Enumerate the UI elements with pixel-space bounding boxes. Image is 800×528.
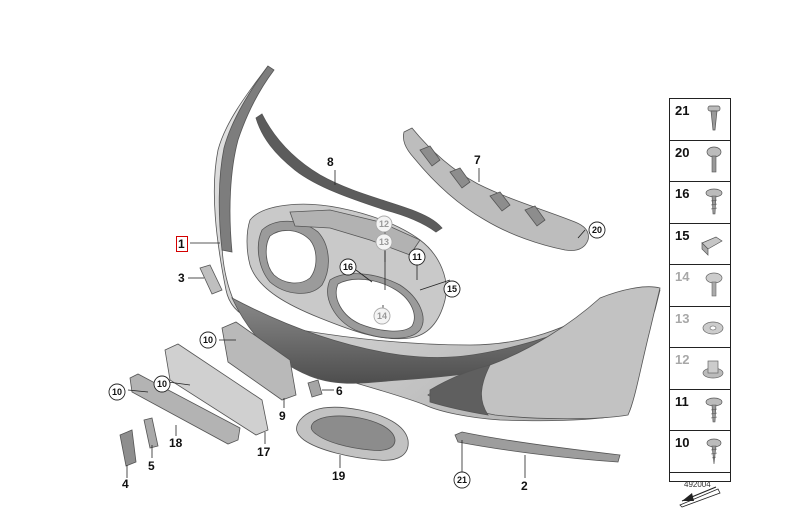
document-id: 492004 (684, 480, 711, 489)
label-2: 2 (521, 479, 528, 493)
lower-strip (129, 373, 241, 445)
vent-grille (296, 406, 409, 461)
svg-text:10: 10 (112, 387, 122, 397)
svg-text:16: 16 (343, 262, 353, 272)
callout-10-c: 10 (108, 383, 126, 401)
callout-20: 20 (588, 221, 606, 239)
legend-cell-21[interactable]: 21 (670, 99, 730, 141)
label-7: 7 (474, 153, 481, 167)
arrow-symbol-icon (679, 485, 721, 507)
bumper-cover (213, 65, 661, 422)
svg-text:14: 14 (377, 311, 387, 321)
svg-text:15: 15 (447, 284, 457, 294)
legend-number: 13 (675, 310, 690, 326)
hex-flange-screw-icon (705, 272, 723, 297)
legend-number: 11 (675, 393, 689, 409)
legend-cell-10[interactable]: 10 (670, 431, 730, 473)
legend-cell-13[interactable]: 13 (670, 307, 730, 348)
collar-nut-icon (702, 360, 724, 379)
callout-13: 13 (375, 233, 393, 251)
self-tapping-screw-icon (706, 438, 722, 465)
legend-cell-11[interactable]: 11 (670, 390, 730, 431)
legend-cell-14[interactable]: 14 (670, 265, 730, 307)
highlight-box (176, 236, 188, 252)
legend-number: 14 (675, 269, 690, 284)
label-18: 18 (169, 436, 183, 450)
label-9: 9 (279, 409, 286, 423)
push-rivet-icon (707, 105, 721, 131)
small-bracket-4 (119, 429, 137, 467)
washer-icon (702, 321, 724, 334)
label-4: 4 (122, 477, 129, 491)
clip-6 (307, 379, 323, 398)
legend-number: 12 (675, 352, 690, 367)
legend-number: 10 (675, 435, 690, 450)
legend-cell-symbol (670, 473, 730, 514)
leader-lines (126, 168, 586, 478)
lower-trim (454, 431, 621, 463)
legend-number: 20 (675, 144, 690, 160)
legend-cell-15[interactable]: 15 (670, 224, 730, 265)
label-3: 3 (178, 271, 185, 285)
callout-15: 15 (443, 280, 461, 298)
label-1: 1 (178, 237, 185, 251)
torx-screw-icon (705, 397, 723, 422)
callout-11: 11 (408, 248, 426, 266)
label-17: 17 (257, 445, 271, 459)
small-insert (199, 264, 223, 295)
svg-text:12: 12 (379, 219, 389, 229)
callout-10-a: 10 (199, 331, 217, 349)
clip-nut-icon (701, 236, 723, 256)
round-head-screw-icon (706, 146, 722, 172)
callout-12: 12 (375, 215, 393, 233)
upper-strip (255, 113, 443, 233)
legend-number: 15 (675, 227, 690, 243)
legend-cell-20[interactable]: 20 (670, 141, 730, 182)
label-5: 5 (148, 459, 155, 473)
legend-cell-12[interactable]: 12 (670, 348, 730, 390)
hardware-legend: 21 20 16 15 14 13 (669, 98, 731, 507)
label-6: 6 (336, 384, 343, 398)
label-8: 8 (327, 155, 334, 169)
flange-screw-icon (705, 188, 723, 215)
svg-text:10: 10 (203, 335, 213, 345)
legend-number: 21 (675, 103, 690, 118)
svg-text:10: 10 (157, 379, 167, 389)
plate-holder (164, 343, 269, 436)
legend-cell-16[interactable]: 16 (670, 182, 730, 224)
callout-16: 16 (339, 258, 357, 276)
label-19: 19 (332, 469, 346, 483)
callout-10-b: 10 (153, 375, 171, 393)
legend-number: 16 (675, 186, 690, 201)
svg-text:11: 11 (412, 252, 422, 262)
svg-text:13: 13 (379, 237, 389, 247)
small-bracket-5 (143, 417, 159, 449)
license-bracket (221, 321, 297, 401)
callout-14: 14 (373, 307, 391, 325)
callout-21: 21 (453, 471, 471, 489)
svg-text:21: 21 (457, 475, 467, 485)
svg-text:20: 20 (592, 225, 602, 235)
upper-bracket (403, 127, 589, 251)
